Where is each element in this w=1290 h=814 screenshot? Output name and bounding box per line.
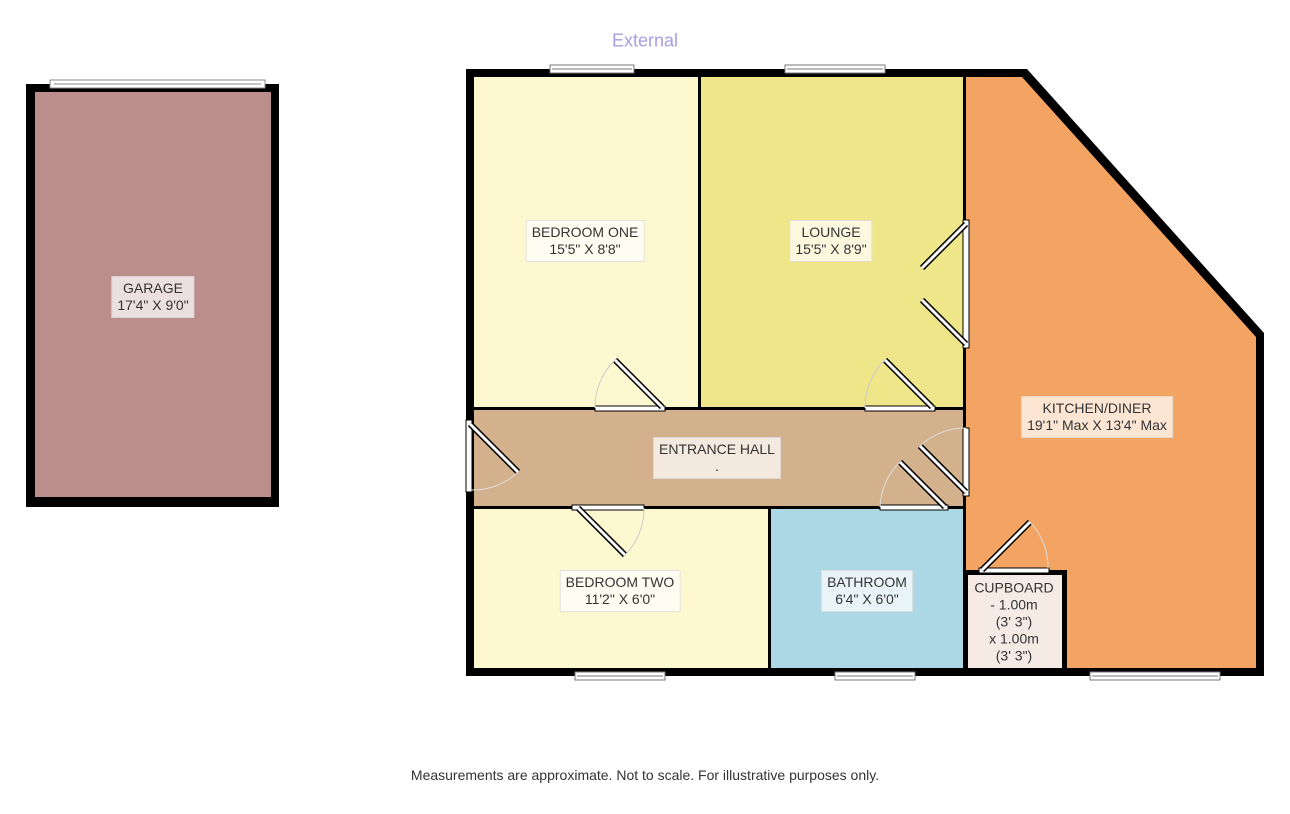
door-hall-kitchen xyxy=(917,427,970,497)
kitchen-floor xyxy=(966,77,1256,668)
cupboard-dim: (3' 3") xyxy=(995,613,1033,630)
room-name: BATHROOM xyxy=(827,574,907,590)
cupboard-floor xyxy=(968,575,1062,668)
door-cupboard xyxy=(978,519,1050,574)
door-bathroom xyxy=(879,459,949,511)
windows xyxy=(549,64,1221,681)
room-size: 15'5" X 8'8" xyxy=(549,241,621,257)
door-bedroom-two xyxy=(571,504,645,558)
room-name: GARAGE xyxy=(123,280,183,296)
cupboard-dim: x 1.00m xyxy=(989,630,1039,647)
external-label: External xyxy=(611,30,679,51)
doors xyxy=(465,219,1050,574)
garage-label: GARAGE 17'4" X 9'0" xyxy=(111,276,195,318)
bedroom-two-label: BEDROOM TWO 11'2" X 6'0" xyxy=(559,570,681,612)
room-size: 15'5" X 8'9" xyxy=(795,241,867,257)
room-name: BEDROOM ONE xyxy=(531,224,639,240)
bathroom-label: BATHROOM 6'4" X 6'0" xyxy=(821,570,913,612)
door-bedroom-one xyxy=(594,357,666,412)
room-name: KITCHEN/DINER xyxy=(1042,400,1152,416)
bedroom-one-label: BEDROOM ONE 15'5" X 8'8" xyxy=(525,220,645,262)
room-size: 11'2" X 6'0" xyxy=(584,591,656,607)
room-size: 17'4" X 9'0" xyxy=(117,297,189,313)
room-size: . xyxy=(715,458,719,474)
garage-window xyxy=(49,79,266,89)
room-size: 6'4" X 6'0" xyxy=(835,591,899,607)
entrance-hall-label: ENTRANCE HALL . xyxy=(653,437,781,479)
cupboard-dim: - 1.00m xyxy=(990,596,1038,613)
room-name: ENTRANCE HALL xyxy=(659,441,775,457)
door-lounge-kitchen xyxy=(919,219,970,349)
cupboard-dim: (3' 3") xyxy=(995,647,1033,664)
room-size: 19'1" Max X 13'4" Max xyxy=(1027,417,1167,433)
disclaimer: Measurements are approximate. Not to sca… xyxy=(410,767,880,783)
kitchen-label: KITCHEN/DINER 19'1" Max X 13'4" Max xyxy=(1021,396,1173,438)
lounge-label: LOUNGE 15'5" X 8'9" xyxy=(789,220,873,262)
door-front xyxy=(465,419,521,493)
room-name: BEDROOM TWO xyxy=(565,574,675,590)
cupboard-label: CUPBOARD - 1.00m (3' 3") x 1.00m (3' 3") xyxy=(974,580,1053,665)
room-name: CUPBOARD xyxy=(974,579,1054,596)
door-lounge xyxy=(864,357,936,412)
room-name: LOUNGE xyxy=(801,224,861,240)
